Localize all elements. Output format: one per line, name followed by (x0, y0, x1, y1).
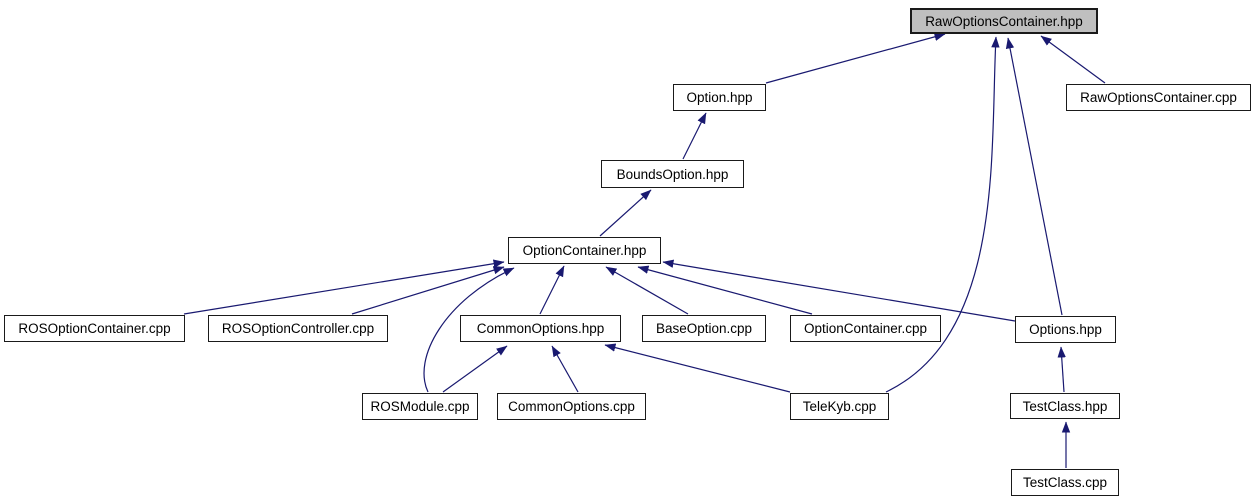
graph-node-rosmodule-cpp[interactable]: ROSModule.cpp (362, 393, 478, 420)
graph-node-optioncontainer-hpp[interactable]: OptionContainer.hpp (508, 237, 661, 264)
edge-TeleKyb.cpp-to-CommonOptions.hpp (604, 343, 791, 393)
graph-node-baseoption-cpp[interactable]: BaseOption.cpp (642, 315, 766, 342)
edge-BoundsOption.hpp-to-Option.hpp (682, 112, 707, 160)
graph-node-commonoptions-hpp[interactable]: CommonOptions.hpp (460, 315, 621, 342)
graph-node-optioncontainer-cpp[interactable]: OptionContainer.cpp (790, 315, 941, 342)
edge-Options.hpp-to-RawOptionsContainer.hpp (1005, 37, 1063, 316)
graph-node-rosoptioncontainer-cpp[interactable]: ROSOptionContainer.cpp (4, 315, 185, 342)
graph-node-option-hpp[interactable]: Option.hpp (673, 84, 766, 111)
edge-BaseOption.cpp-to-OptionContainer.hpp (605, 266, 689, 315)
graph-node-boundsoption-hpp[interactable]: BoundsOption.hpp (601, 160, 744, 188)
edge-ROSOptionController.cpp-to-OptionContainer.hpp (351, 266, 505, 315)
edge-RawOptionsContainer.cpp-to-RawOptionsContainer.hpp (1040, 35, 1106, 84)
edge-OptionContainer.cpp-to-OptionContainer.hpp (637, 265, 813, 315)
edge-CommonOptions.hpp-to-OptionContainer.hpp (539, 265, 565, 315)
graph-node-telekyb-cpp[interactable]: TeleKyb.cpp (790, 393, 889, 420)
graph-node-options-hpp[interactable]: Options.hpp (1015, 316, 1116, 343)
edge-ROSModule.cpp-to-CommonOptions.hpp (442, 345, 508, 393)
graph-node-testclass-hpp[interactable]: TestClass.hpp (1010, 393, 1120, 419)
edge-Options.hpp-to-OptionContainer.hpp (662, 259, 1016, 322)
graph-node-testclass-cpp[interactable]: TestClass.cpp (1011, 469, 1119, 496)
edge-TestClass.hpp-to-Options.hpp (1057, 346, 1066, 393)
edge-Option.hpp-to-RawOptionsContainer.hpp (765, 32, 946, 84)
graph-node-rosoptioncontroller-cpp[interactable]: ROSOptionController.cpp (208, 315, 388, 342)
edge-ROSOptionContainer.cpp-to-OptionContainer.hpp (183, 259, 505, 315)
graph-node-commonoptions-cpp[interactable]: CommonOptions.cpp (497, 393, 646, 420)
edge-CommonOptions.cpp-to-CommonOptions.hpp (551, 345, 579, 393)
graph-node-rawoptionscontainer-cpp[interactable]: RawOptionsContainer.cpp (1066, 84, 1251, 111)
graph-node-rawoptionscontainer-hpp: RawOptionsContainer.hpp (910, 8, 1098, 34)
edge-OptionContainer.hpp-to-BoundsOption.hpp (599, 189, 652, 237)
